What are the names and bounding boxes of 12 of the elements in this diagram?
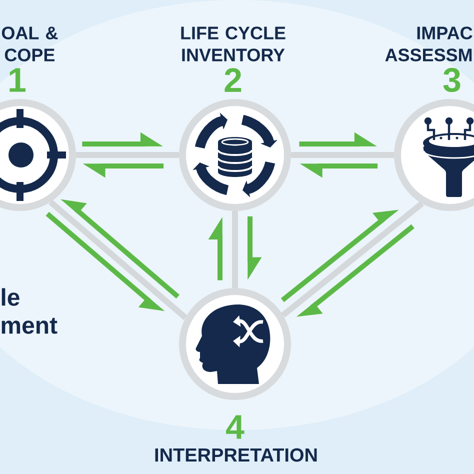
step-number: 4 [226,415,244,439]
step-number: 3 [443,68,460,92]
title-text: le ment [2,288,58,334]
step-heading: LIFE CYCLE INVENTORY [181,26,286,62]
connector-line [76,152,179,158]
connector-line [291,152,394,158]
step-heading: OAL & COPE [2,26,58,62]
step-heading: IMPAC ASSESSM [385,26,472,62]
step-number: 1 [10,68,26,92]
step-number: 2 [224,68,242,92]
connector-line [232,211,238,288]
step-heading: INTERPRETATION [155,448,317,462]
